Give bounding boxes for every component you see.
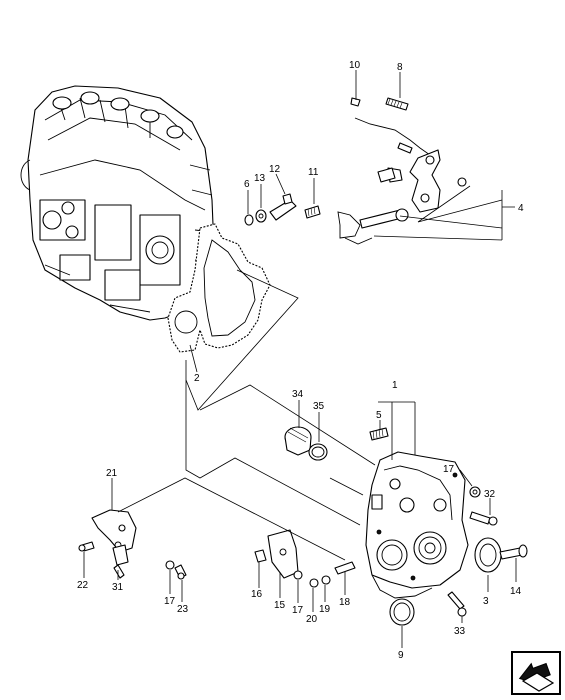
nut-part-17-middle: [293, 570, 303, 580]
callout-33: 33: [454, 626, 466, 637]
callout-6: 6: [244, 179, 250, 190]
callout-3: 3: [483, 596, 489, 607]
nut-part-17-left: [165, 560, 175, 570]
callout-21: 21: [106, 468, 118, 479]
callout-35: 35: [313, 401, 325, 412]
callout-34: 34: [292, 389, 304, 400]
callout-leaders: [83, 70, 517, 648]
washer-part-20: [309, 578, 319, 588]
spring-part-8: [385, 97, 409, 111]
stud-part-5: [369, 427, 389, 441]
sensor-part-31: [112, 544, 129, 579]
callout-14: 14: [510, 586, 522, 597]
shaft-parts-6-13-12-11: [244, 193, 321, 226]
callout-11: 11: [308, 167, 319, 178]
bolt-part-16: [254, 549, 267, 563]
bolt-part-32: [469, 511, 498, 526]
callout-labels: 10 8 6 13 12 11 4 2 1 34 35 5 17 32 3 14…: [77, 60, 524, 661]
next-page-arrow-icon: [518, 662, 555, 692]
gasket-part-2: [167, 223, 271, 353]
callout-10: 10: [349, 60, 361, 71]
callout-15: 15: [274, 600, 286, 611]
callout-16: 16: [251, 589, 263, 600]
callout-19: 19: [319, 604, 331, 615]
callout-17-right: 17: [443, 464, 455, 475]
engine-block: [20, 85, 215, 321]
governor-lever-assembly: [337, 117, 467, 245]
nut-part-17-right: [469, 486, 481, 498]
callout-5: 5: [376, 410, 382, 421]
callout-1: 1: [392, 380, 398, 391]
bolt-part-14: [499, 544, 528, 560]
bolt-part-23: [174, 564, 187, 580]
callout-17-left: 17: [164, 596, 176, 607]
callout-31: 31: [112, 582, 124, 593]
callout-12: 12: [269, 164, 281, 175]
assembly-lines: [117, 185, 515, 561]
callout-2: 2: [194, 373, 200, 384]
callout-22: 22: [77, 580, 89, 591]
oil-filler-cap-part-34: [284, 426, 312, 456]
washer-part-19: [321, 575, 331, 585]
bracket-part-15: [267, 529, 299, 579]
callout-8: 8: [397, 62, 403, 73]
callout-13: 13: [254, 173, 266, 184]
bolt-part-22: [78, 541, 95, 552]
o-ring-part-35: [308, 443, 328, 461]
callout-18: 18: [339, 597, 351, 608]
callout-20: 20: [306, 614, 318, 625]
timing-gear-cover-part-1: [365, 451, 469, 599]
bracket-part-21: [91, 509, 137, 553]
bolt-part-18: [334, 561, 356, 575]
next-page-button[interactable]: [511, 651, 561, 695]
callout-4: 4: [518, 203, 524, 214]
bolt-part-33: [447, 591, 467, 617]
o-ring-part-9: [389, 598, 415, 626]
callout-23: 23: [177, 604, 189, 615]
callout-17-middle: 17: [292, 605, 304, 616]
oil-seal-part-3: [474, 537, 502, 573]
pin-part-10: [350, 97, 361, 107]
callout-9: 9: [398, 650, 404, 661]
callout-32: 32: [484, 489, 496, 500]
